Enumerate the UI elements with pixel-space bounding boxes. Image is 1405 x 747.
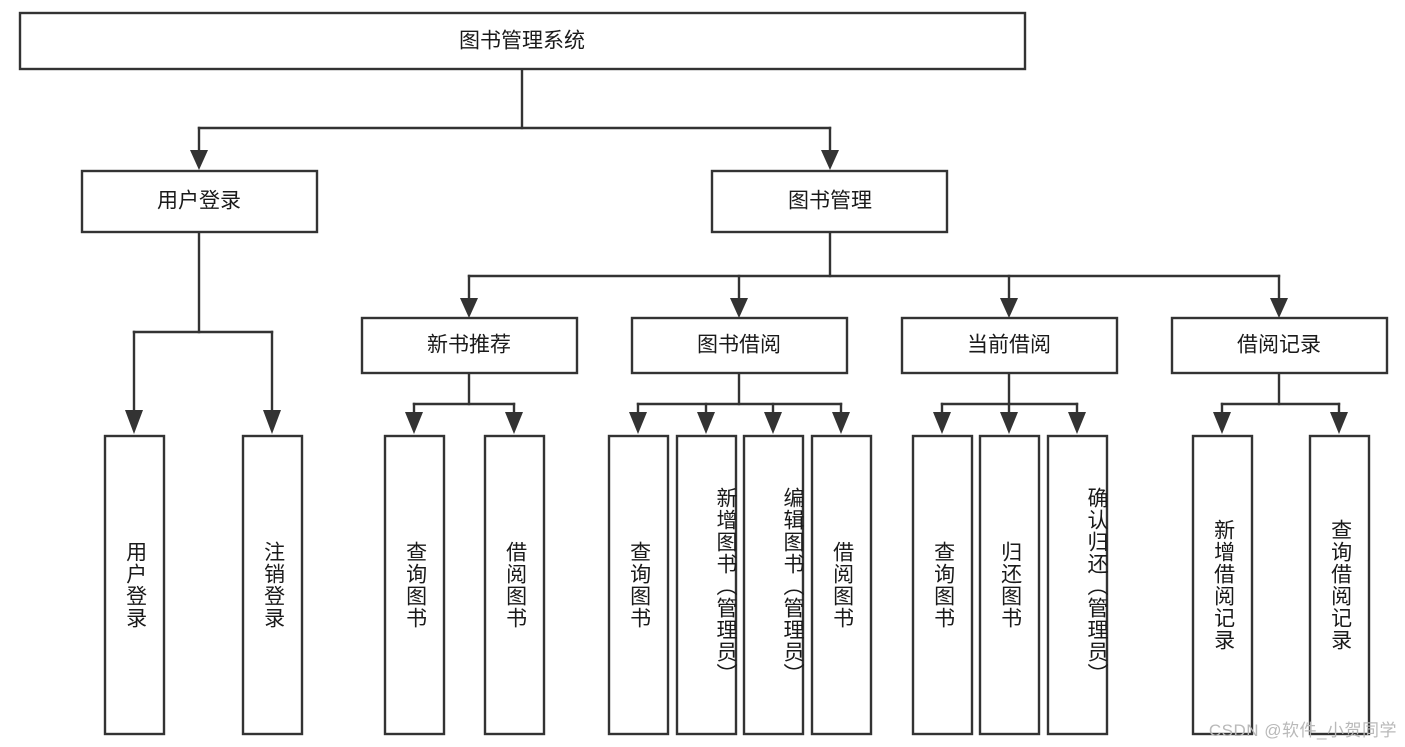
node-current-borrow[interactable]: 当前借阅 — [900, 316, 1119, 375]
arrowhead-leaf-query-book-3 — [933, 412, 951, 434]
node-new-book-recommend[interactable]: 新书推荐 — [360, 316, 579, 375]
arrowhead-book-borrow — [730, 298, 748, 318]
node-root-box[interactable] — [18, 11, 1027, 71]
arrowhead-leaf-borrow-book-2 — [832, 412, 850, 434]
leaf-return-book-box[interactable] — [978, 434, 1041, 736]
leaf-add-book-box[interactable] — [675, 434, 738, 736]
node-current-borrow-label: 当前借阅 — [967, 334, 1051, 357]
node-book-management-label: 图书管理 — [788, 190, 872, 213]
node-user-login[interactable]: 用户登录 — [80, 169, 319, 234]
leaf-logout-box[interactable] — [241, 434, 304, 736]
node-user-login-box[interactable] — [80, 169, 319, 234]
arrowhead-leaf-query-book-2 — [629, 412, 647, 434]
node-borrow-record[interactable]: 借阅记录 — [1170, 316, 1389, 375]
leaf-query-book-1-box[interactable] — [383, 434, 446, 736]
node-borrow-record-box[interactable] — [1170, 316, 1389, 375]
arrowhead-user-login — [190, 150, 208, 170]
node-new-book-recommend-label: 新书推荐 — [427, 334, 511, 357]
leaf-query-book-2-box[interactable] — [607, 434, 670, 736]
node-current-borrow-box[interactable] — [900, 316, 1119, 375]
arrowhead-book-management — [821, 150, 839, 170]
connector-group-borrow-record-to-leaves — [1213, 371, 1348, 434]
node-root[interactable]: 图书管理系统 — [18, 11, 1027, 71]
leaf-query-record-box[interactable] — [1308, 434, 1371, 736]
arrowhead-leaf-return-book — [1000, 412, 1018, 434]
node-new-book-recommend-box[interactable] — [360, 316, 579, 375]
connector-group-book-borrow-to-leaves — [629, 371, 850, 434]
leaf-borrow-book-2-box[interactable] — [810, 434, 873, 736]
leaf-add-record-box[interactable] — [1191, 434, 1254, 736]
node-book-borrow-label: 图书借阅 — [697, 334, 781, 357]
arrowhead-leaf-add-book — [697, 412, 715, 434]
leaf-edit-book-box[interactable] — [742, 434, 805, 736]
node-user-login-label: 用户登录 — [157, 190, 241, 213]
arrowhead-leaf-logout — [263, 410, 281, 434]
leaf-boxes — [103, 434, 1371, 736]
node-book-management-box[interactable] — [710, 169, 949, 234]
arrowhead-leaf-user-login — [125, 410, 143, 434]
leaf-query-book-3-box[interactable] — [911, 434, 974, 736]
arrowhead-current-borrow — [1000, 298, 1018, 318]
arrowhead-leaf-edit-book — [764, 412, 782, 434]
connector-group-new-book-recommend-to-leaves — [405, 371, 523, 434]
arrowhead-leaf-query-book-1 — [405, 412, 423, 434]
arrowhead-new-book-recommend — [460, 298, 478, 318]
leaf-confirm-return-box[interactable] — [1046, 434, 1109, 736]
node-root-label: 图书管理系统 — [459, 30, 585, 53]
arrowhead-leaf-add-record — [1213, 412, 1231, 434]
connector-group-user-login-to-leaves — [125, 230, 281, 434]
arrowhead-leaf-borrow-book-1 — [505, 412, 523, 434]
arrowhead-leaf-query-record — [1330, 412, 1348, 434]
node-book-management[interactable]: 图书管理 — [710, 169, 949, 234]
arrowhead-borrow-record — [1270, 298, 1288, 318]
arrowhead-leaf-confirm-return — [1068, 412, 1086, 434]
csdn-watermark: CSDN @软件_小贺同学 — [1208, 721, 1397, 740]
leaf-borrow-book-1-box[interactable] — [483, 434, 546, 736]
leaf-user-login-box[interactable] — [103, 434, 166, 736]
node-book-borrow[interactable]: 图书借阅 — [630, 316, 849, 375]
node-borrow-record-label: 借阅记录 — [1237, 334, 1321, 357]
connector-group-book-management-to-level3 — [460, 230, 1288, 318]
node-book-borrow-box[interactable] — [630, 316, 849, 375]
connector-group-root-to-level2 — [190, 67, 839, 170]
connector-group-current-borrow-to-leaves — [933, 371, 1086, 434]
